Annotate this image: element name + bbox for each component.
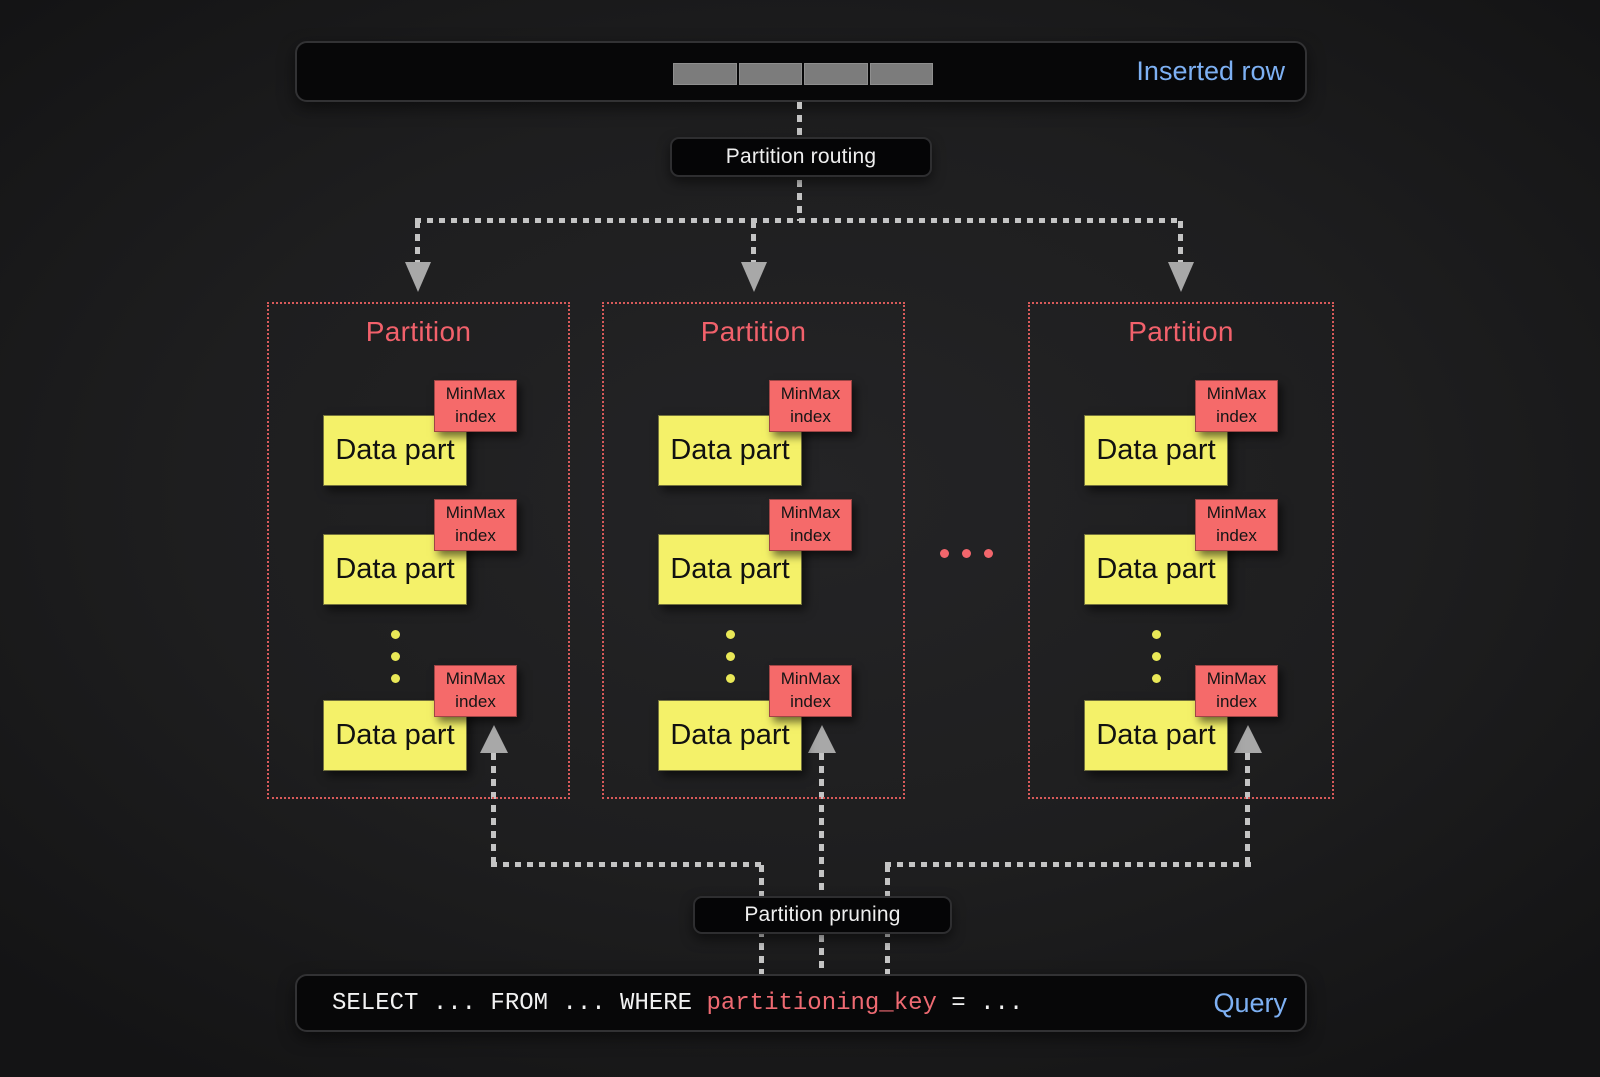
more-parts-dot [1152,674,1161,683]
pruning-arrow-line-3 [1245,753,1250,865]
pruning-arrowhead-1 [480,725,508,753]
partition-pruning-label: Partition pruning [693,896,952,934]
data-part-box: Data part [323,700,467,771]
minmax-index-tag: MinMax index [434,499,517,551]
row-cell [673,63,737,85]
minmax-index-tag: MinMax index [434,380,517,432]
row-cell [869,63,933,85]
minmax-index-tag: MinMax index [769,499,852,551]
partition-routing-label: Partition routing [670,137,932,177]
partition-box-1: Partition MinMax index Data part MinMax … [267,302,570,799]
ellipsis-dot [962,549,971,558]
pruning-arrow-line-2 [819,753,824,974]
routing-arrow-line-1 [415,221,420,262]
query-keyword: partitioning_key [706,989,937,1017]
ellipsis-dot [940,549,949,558]
minmax-index-tag: MinMax index [1195,380,1278,432]
partition-box-2: Partition MinMax index Data part MinMax … [602,302,905,799]
minmax-index-tag: MinMax index [769,665,852,717]
routing-arrowhead-2 [741,262,767,292]
query-label: Query [1213,987,1287,1018]
more-parts-dot [1152,630,1161,639]
data-part-box: Data part [658,534,802,605]
inserted-row-label: Inserted row [1136,56,1285,86]
row-cell [738,63,802,85]
routing-arrowhead-3 [1168,262,1194,292]
routing-arrow-line-3 [1178,221,1183,262]
query-suffix: = ... [936,989,1024,1017]
more-parts-dot [1152,652,1161,661]
inserted-row-bar: Inserted row [295,41,1307,102]
pruning-arrowhead-2 [808,725,836,753]
row-cell [804,63,868,85]
more-parts-dot [391,674,400,683]
more-parts-dot [726,652,735,661]
partition-title: Partition [365,316,472,347]
routing-arrow-line-2 [751,221,756,262]
partitions-ellipsis [940,549,993,558]
partition-box-3: Partition MinMax index Data part MinMax … [1028,302,1334,799]
minmax-index-tag: MinMax index [434,665,517,717]
query-text: SELECT ... FROM ... WHERE partitioning_k… [332,976,1023,1030]
query-prefix: SELECT ... FROM ... WHERE [332,989,707,1017]
more-parts-dot [726,674,735,683]
query-bar: SELECT ... FROM ... WHERE partitioning_k… [295,974,1307,1032]
inserted-row-cells [673,63,933,85]
minmax-index-tag: MinMax index [1195,665,1278,717]
partition-title: Partition [700,316,807,347]
pruning-collector-left [491,862,765,867]
routing-distribution-line [415,218,1181,223]
pruning-collector-right [885,862,1251,867]
partition-title: Partition [1128,316,1234,347]
more-parts-dot [391,630,400,639]
minmax-index-tag: MinMax index [1195,499,1278,551]
more-parts-dot [391,652,400,661]
minmax-index-tag: MinMax index [769,380,852,432]
routing-arrowhead-1 [405,262,431,292]
more-parts-dot [726,630,735,639]
ellipsis-dot [984,549,993,558]
pruning-arrow-line-1 [491,753,496,865]
pruning-arrowhead-3 [1234,725,1262,753]
